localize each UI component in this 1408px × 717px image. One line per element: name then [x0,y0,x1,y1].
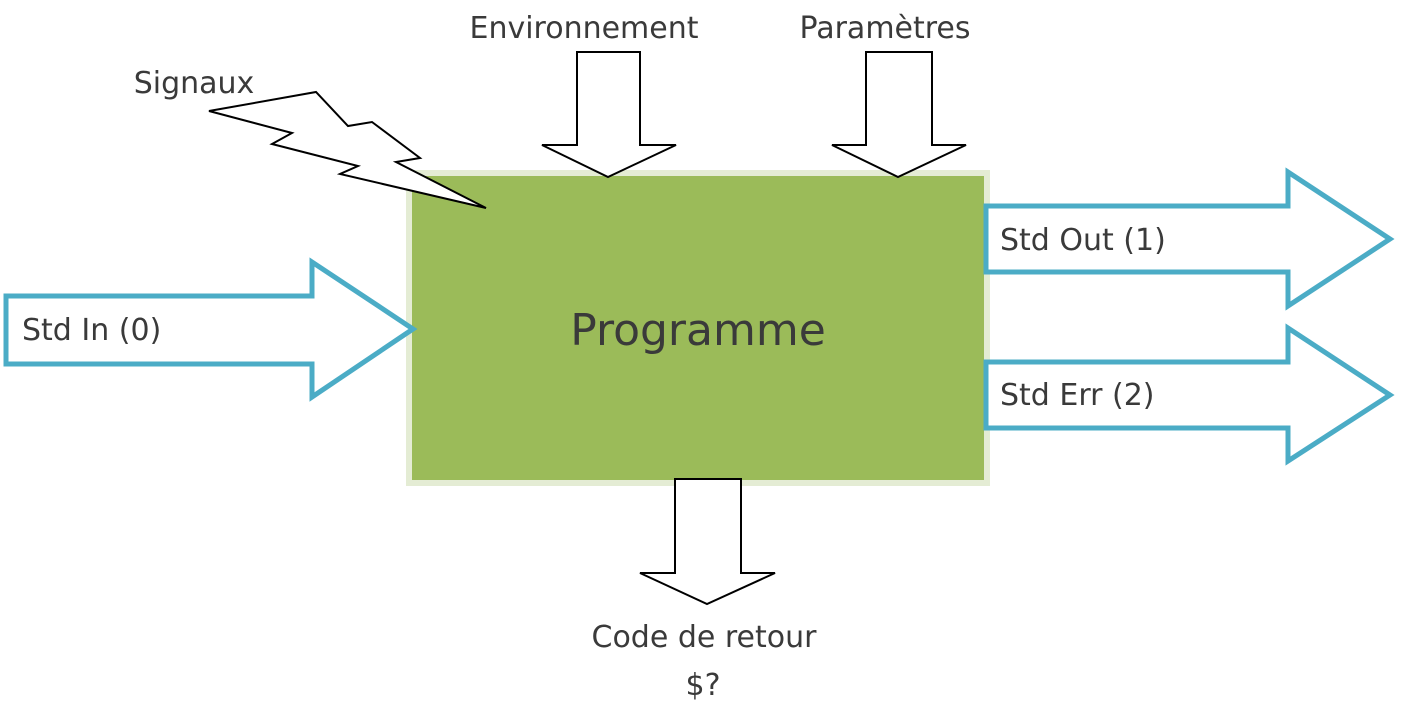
stderr-label: Std Err (2) [1000,378,1155,413]
return-code-label: Code de retour [592,620,818,655]
signals-lightning-icon [208,90,487,209]
stdin-arrow [3,257,418,402]
program-box [406,170,990,486]
parameters-arrow [831,51,967,179]
stdin-label: Std In (0) [22,313,161,348]
parameters-label: Paramètres [799,11,970,46]
stderr-arrow [983,323,1395,466]
environment-arrow [541,51,677,179]
stdout-label: Std Out (1) [1000,223,1166,258]
environment-label: Environnement [469,11,698,46]
return-code-variable: $? [685,668,720,703]
stdout-arrow [983,167,1395,311]
return-code-arrow [639,478,776,606]
program-label: Programme [570,305,826,356]
signals-label: Signaux [134,66,255,101]
